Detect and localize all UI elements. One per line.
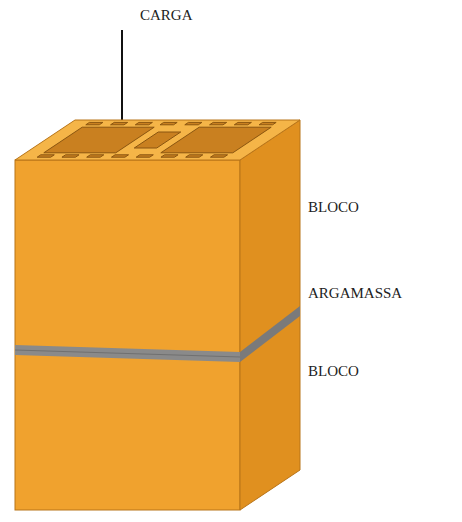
small-hole <box>111 122 128 124</box>
small-hole <box>37 155 54 157</box>
small-hole <box>135 122 152 124</box>
mortar-joint-front <box>15 345 240 362</box>
small-hole <box>86 122 103 124</box>
small-hole <box>87 155 104 157</box>
mortar-joint-side <box>240 306 300 362</box>
small-hole <box>185 122 202 124</box>
load-arrow <box>121 30 123 125</box>
small-hole <box>210 155 227 157</box>
small-hole <box>161 155 178 157</box>
small-hole <box>136 155 153 157</box>
block-side-face <box>240 120 300 510</box>
part-label: BLOCO <box>308 200 359 215</box>
small-hole <box>62 155 79 157</box>
block-front-face <box>15 160 240 510</box>
load-label: CARGA <box>140 8 193 23</box>
small-hole <box>186 155 203 157</box>
small-hole <box>259 122 276 124</box>
block-cells <box>37 122 278 157</box>
small-hole <box>234 122 251 124</box>
part-label: BLOCO <box>308 364 359 379</box>
small-hole <box>160 122 177 124</box>
small-hole <box>210 122 227 124</box>
block-top-face <box>15 120 300 160</box>
mortar-line <box>15 350 240 357</box>
part-label: ARGAMASSA <box>308 286 402 301</box>
small-hole <box>111 155 128 157</box>
